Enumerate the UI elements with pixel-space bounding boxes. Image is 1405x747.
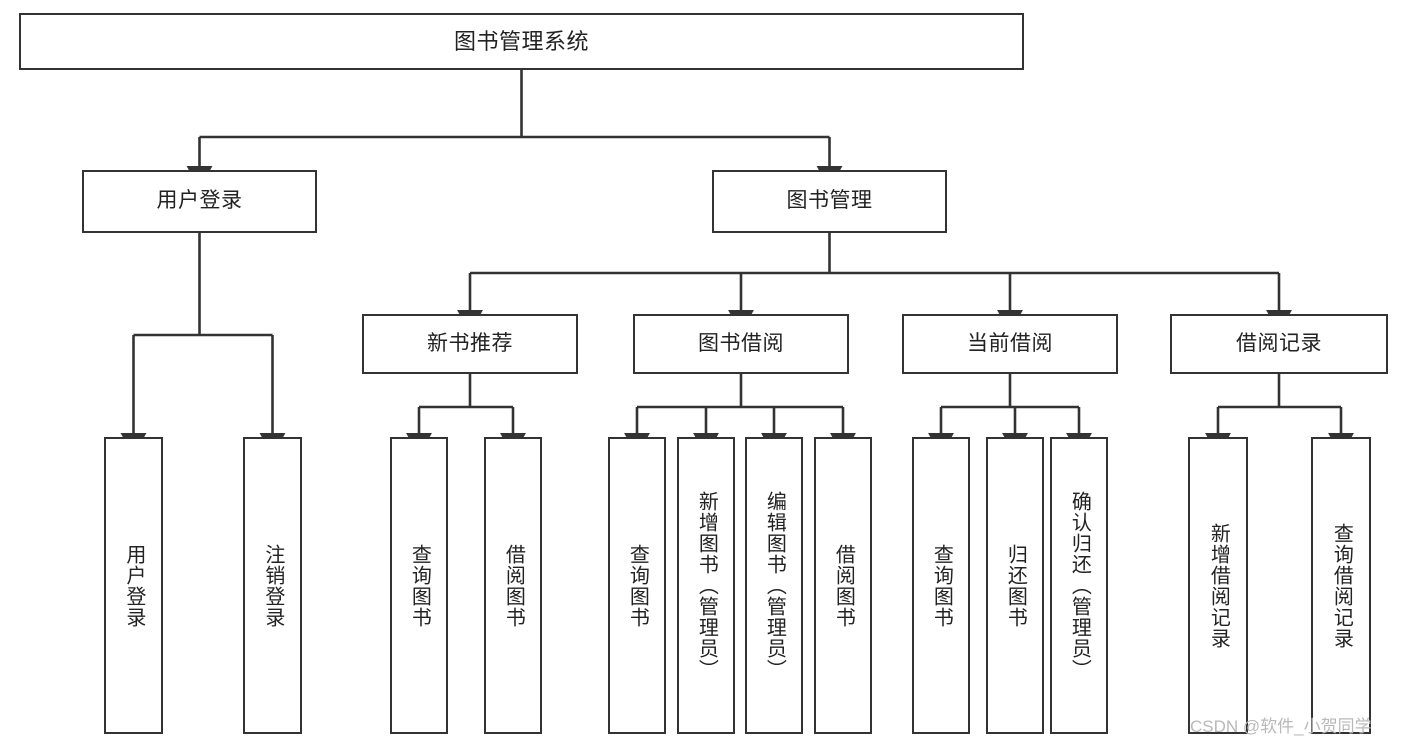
node-newbook[interactable]: 新书推荐 (362, 314, 578, 374)
node-borrow[interactable]: 图书借阅 (633, 314, 849, 374)
node-label: 新增图书（管理员） (695, 491, 718, 680)
node-label: 注销登录 (261, 543, 284, 628)
node-label: 图书借阅 (698, 331, 784, 355)
node-bookmgmt[interactable]: 图书管理 (712, 170, 947, 233)
node-label: 借阅记录 (1236, 331, 1322, 355)
node-leaf9[interactable]: 查询图书 (912, 437, 970, 734)
node-label: 用户登录 (156, 189, 243, 213)
node-leaf4[interactable]: 借阅图书 (484, 437, 542, 734)
node-label: 查询图书 (930, 543, 953, 628)
node-leaf5[interactable]: 查询图书 (608, 437, 666, 734)
node-leaf6[interactable]: 新增图书（管理员） (677, 437, 735, 734)
node-leaf7[interactable]: 编辑图书（管理员） (745, 437, 803, 734)
node-leaf12[interactable]: 新增借阅记录 (1188, 437, 1248, 734)
node-label: 查询图书 (626, 543, 649, 628)
node-root[interactable]: 图书管理系统 (19, 13, 1024, 70)
node-label: 确认归还（管理员） (1068, 491, 1091, 680)
node-label: 新书推荐 (427, 331, 513, 355)
node-leaf3[interactable]: 查询图书 (390, 437, 448, 734)
node-label: 当前借阅 (967, 331, 1053, 355)
node-leaf13[interactable]: 查询借阅记录 (1311, 437, 1371, 734)
node-leaf1[interactable]: 用户登录 (104, 437, 163, 734)
node-label: 图书管理 (786, 189, 873, 213)
node-label: 查询图书 (408, 543, 431, 628)
node-leaf10[interactable]: 归还图书 (986, 437, 1044, 734)
node-login[interactable]: 用户登录 (82, 170, 317, 233)
node-label: 编辑图书（管理员） (763, 491, 786, 680)
node-record[interactable]: 借阅记录 (1170, 314, 1388, 374)
node-label: 归还图书 (1004, 543, 1027, 628)
node-leaf8[interactable]: 借阅图书 (814, 437, 872, 734)
node-label: 借阅图书 (832, 543, 855, 628)
node-label: 借阅图书 (502, 543, 525, 628)
node-leaf11[interactable]: 确认归还（管理员） (1050, 437, 1108, 734)
node-current[interactable]: 当前借阅 (902, 314, 1118, 374)
node-label: 用户登录 (122, 543, 145, 628)
node-label: 图书管理系统 (453, 28, 589, 54)
node-label: 新增借阅记录 (1207, 522, 1230, 649)
node-leaf2[interactable]: 注销登录 (243, 437, 302, 734)
node-label: 查询借阅记录 (1330, 522, 1353, 649)
watermark-text: CSDN @软件_小贺同学 (1190, 717, 1372, 736)
